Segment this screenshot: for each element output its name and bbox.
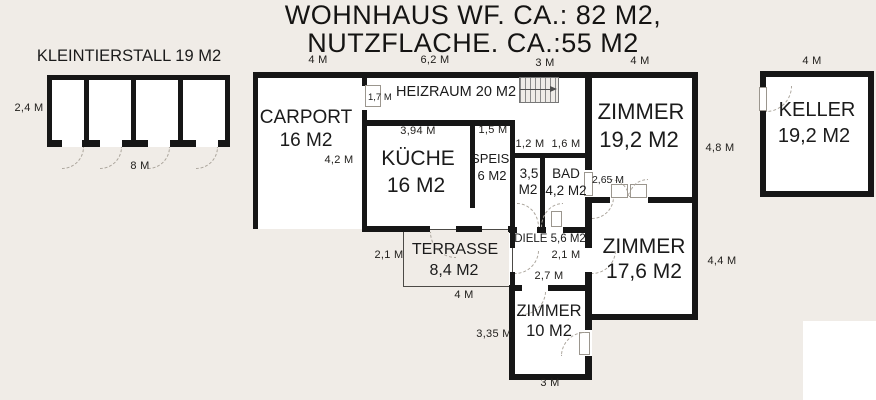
room-label-wc: 3,5: [519, 166, 539, 181]
dim-label: 1,7 M: [368, 92, 392, 103]
wall-segment: [253, 72, 698, 78]
outbuilding-label: KLEINTIERSTALL 19 M2: [36, 47, 222, 65]
wall-segment: [170, 140, 196, 147]
room-area-zimmer1: 19,2 M2: [599, 127, 679, 152]
wall-segment: [253, 72, 258, 229]
room-area-speis: 6 M2: [477, 168, 507, 183]
wall-segment: [548, 285, 592, 291]
dim-label: 4 M: [454, 289, 474, 301]
wall-segment: [585, 314, 698, 320]
dim-label: 3,35 M: [476, 328, 512, 340]
wall-segment: [585, 356, 592, 380]
door-leaf-icon: [365, 85, 381, 107]
wall-segment: [218, 140, 230, 147]
wall-segment: [760, 191, 874, 197]
dim-label: 8 M: [130, 160, 150, 172]
dim-label: 6,2 M: [420, 54, 450, 66]
wall-segment: [692, 72, 698, 320]
wall-segment: [585, 197, 592, 248]
door-swing-icon: [100, 147, 122, 169]
wall-segment: [122, 140, 148, 147]
wall-segment: [362, 226, 430, 232]
room-label-diele: DIELE 5,6 M2: [514, 233, 586, 245]
dim-label: 2,1 M: [374, 249, 404, 261]
dim-label: 4,4 M: [707, 255, 737, 267]
room-label-zimmer2: ZIMMER: [602, 235, 686, 258]
wall-segment: [760, 111, 766, 197]
dim-label: 4 M: [630, 55, 650, 67]
dim-label: 3 M: [535, 57, 555, 69]
dim-label: 2,7 M: [534, 270, 564, 282]
wall-segment: [513, 153, 592, 158]
wall-segment: [470, 120, 475, 208]
room-area-terrasse: 8,4 M2: [429, 262, 479, 279]
room-label-bad: BAD: [552, 166, 580, 181]
stairs-direction-arrow-icon: [550, 86, 557, 92]
dim-label: 3,94 M: [400, 125, 436, 137]
wall-segment: [131, 80, 136, 140]
wall-segment: [537, 227, 546, 233]
room-label-keller: KELLER: [778, 99, 856, 121]
wall-segment: [509, 285, 515, 380]
dim-label: 1,2 M: [515, 138, 545, 150]
wall-segment: [178, 80, 183, 140]
wall-segment: [585, 272, 592, 330]
wall-segment: [509, 227, 517, 233]
wall-segment: [510, 272, 515, 291]
dim-label: 1,5 M: [478, 124, 508, 136]
wall-segment: [84, 80, 89, 140]
wall-segment: [563, 227, 592, 233]
wall-segment: [868, 71, 874, 197]
room-area-kueche: 16 M2: [386, 174, 446, 197]
wall-segment: [47, 140, 62, 147]
dim-label: 4,2 M: [324, 154, 354, 166]
dim-label: 4 M: [802, 55, 822, 67]
dim-label: 4,8 M: [705, 142, 735, 154]
outbuilding-room-fill: [47, 75, 230, 147]
wall-segment: [509, 285, 522, 291]
room-label-carport: CARPORT: [259, 107, 353, 128]
wall-segment: [47, 75, 230, 80]
room-label-terrasse: TERRASSE: [411, 241, 499, 258]
wall-segment: [362, 120, 515, 126]
room-label-heizraum: HEIZRAUM 20 M2: [396, 84, 517, 100]
wall-segment: [82, 140, 100, 147]
wall-segment: [760, 71, 766, 87]
plan-title-line2: NUTZFLACHE. CA.:55 M2: [307, 28, 639, 58]
dim-label: 2,1 M: [551, 249, 581, 261]
door-leaf-icon: [584, 172, 593, 196]
background-patch: [803, 321, 876, 400]
wall-segment: [760, 71, 874, 77]
wall-segment: [362, 72, 367, 86]
wall-segment: [225, 75, 230, 147]
room-area-wc: M2: [518, 182, 538, 197]
dim-label: 1,6 M: [551, 138, 581, 150]
wall-segment: [509, 374, 592, 380]
room-area-bad: 4,2 M2: [545, 183, 587, 198]
plan-title-line1: WOHNHAUS WF. CA.: 82 M2,: [284, 0, 662, 30]
door-swing-icon: [62, 147, 84, 169]
room-label-speis: SPEIS.: [471, 151, 513, 166]
door-swing-icon: [196, 147, 218, 169]
wall-segment: [585, 72, 592, 170]
room-label-zimmer3: ZIMMER: [516, 302, 582, 320]
dim-label: 4 M: [308, 54, 328, 66]
dim-label: 2,4 M: [14, 102, 44, 114]
room-label-kueche: KÜCHE: [381, 147, 455, 170]
dim-label: 2,65 M: [591, 174, 625, 186]
wall-segment: [648, 197, 698, 203]
wall-segment: [510, 120, 515, 248]
stairs-direction-line: [520, 89, 552, 90]
room-area-zimmer2: 17,6 M2: [606, 260, 682, 283]
wall-segment: [47, 75, 52, 147]
wall-segment: [540, 153, 545, 227]
wall-segment: [362, 110, 367, 229]
room-area-keller: 19,2 M2: [777, 125, 851, 147]
wall-segment: [456, 226, 482, 232]
room-area-zimmer3: 10 M2: [526, 322, 572, 340]
room-label-zimmer1: ZIMMER: [597, 99, 685, 124]
room-area-carport: 16 M2: [279, 130, 333, 151]
dim-label: 3 M: [540, 377, 560, 389]
